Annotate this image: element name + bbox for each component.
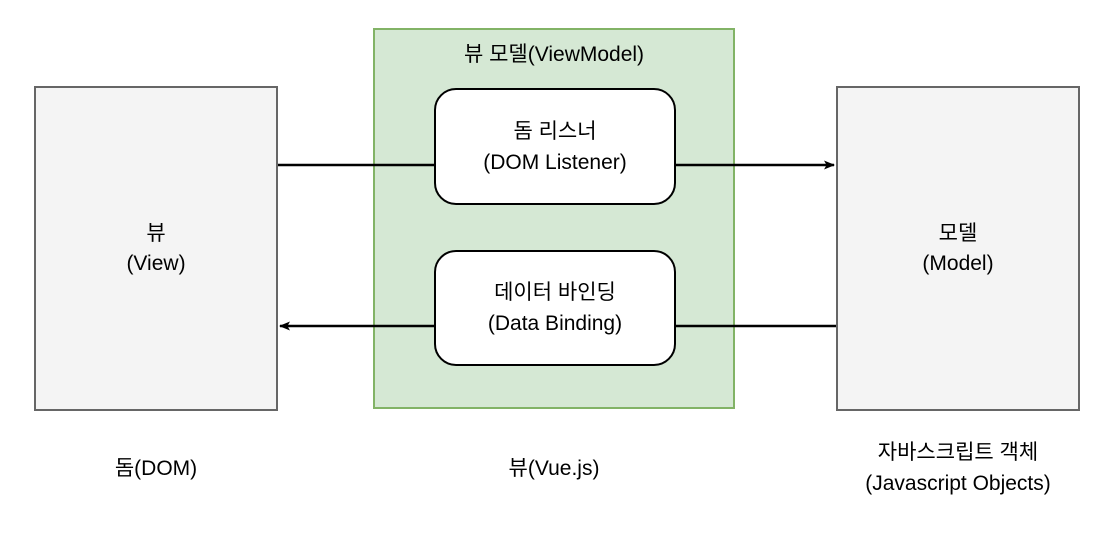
- model-box-label-ko: 모델: [938, 221, 978, 245]
- model-box-label-en: (Model): [922, 251, 994, 275]
- model-box: 모델 (Model): [836, 86, 1080, 411]
- view-box-label-ko: 뷰: [146, 221, 166, 245]
- view-box-label-en: (View): [126, 251, 186, 275]
- dom-listener-label-ko: 돔 리스너: [513, 119, 597, 143]
- caption-javascript-objects: 자바스크립트 객체 (Javascript Objects): [806, 437, 1110, 499]
- caption-javascript-objects-en: (Javascript Objects): [865, 472, 1051, 495]
- data-binding-label-en: (Data Binding): [487, 312, 623, 335]
- dom-listener-box: 돔 리스너 (DOM Listener): [434, 88, 676, 205]
- viewmodel-panel-title: 뷰 모델(ViewModel): [463, 43, 645, 66]
- caption-dom: 돔(DOM): [114, 457, 198, 480]
- data-binding-box: 데이터 바인딩 (Data Binding): [434, 250, 676, 366]
- data-binding-label-ko: 데이터 바인딩: [494, 281, 616, 304]
- dom-listener-label-en: (DOM Listener): [483, 150, 627, 174]
- caption-javascript-objects-ko: 자바스크립트 객체: [877, 441, 1039, 464]
- caption-vue: 뷰(Vue.js): [508, 457, 600, 480]
- view-box: 뷰 (View): [34, 86, 278, 411]
